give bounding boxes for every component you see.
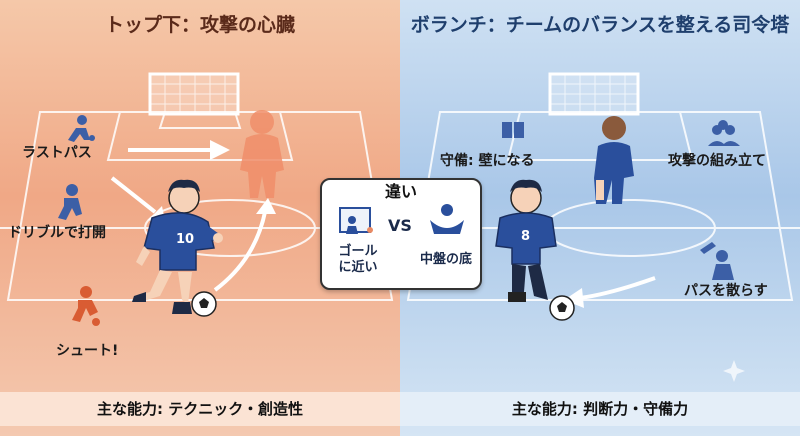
team-build-icon: [708, 120, 740, 146]
right-title: ボランチ：チームのバランスを整える司令塔: [410, 14, 790, 36]
label-build-up: 攻撃の組み立て: [668, 153, 766, 169]
sparkle-icon: [723, 360, 745, 382]
left-center-circle: [144, 199, 316, 257]
jersey-number: 10: [176, 232, 194, 247]
pass-player-icon: [68, 115, 95, 142]
right-penalty-area: [506, 111, 694, 161]
right-footer-abilities: 主な能力: 判断力・守備力: [400, 392, 800, 426]
player-8-figure: 8: [495, 179, 557, 302]
shoot-player-icon: [72, 286, 100, 326]
right-pitch-graphic: 8: [400, 72, 800, 382]
distribute-pass-icon: [700, 242, 734, 280]
distribute-arrow-head: [564, 288, 584, 308]
label-last-pass: ラストパス: [22, 145, 92, 161]
label-distribute: パスを散らす: [684, 283, 768, 299]
caption-goal-near: ゴール に近い: [328, 244, 388, 276]
right-goal-icon: [548, 72, 640, 116]
distribute-arrow: [579, 276, 656, 300]
dribble-player-icon: [58, 184, 82, 220]
left-footer-abilities: 主な能力: テクニック・創造性: [0, 392, 400, 426]
label-defense: 守備: 壁になる: [440, 153, 535, 169]
left-goal-icon: [148, 72, 240, 116]
dribble-arrow: [110, 176, 157, 214]
shot-arrow: [213, 211, 267, 292]
caption-goal-near-text: ゴール に近い: [338, 244, 378, 275]
comparison-title: 違い: [384, 182, 417, 201]
player-10-figure: 10: [132, 179, 223, 314]
anchor-midfield-icon: [430, 204, 464, 234]
teammate-silhouette-icon: [240, 110, 284, 198]
jersey-number: 8: [521, 229, 530, 244]
left-goal-area: [158, 111, 242, 129]
left-soccer-ball-icon: [191, 291, 217, 317]
left-pitch-graphic: 10: [58, 72, 316, 326]
caption-midfield-base: 中盤の底: [419, 252, 472, 267]
opponent-player-figure: [594, 116, 634, 204]
comparison-box: 違い VS ゴール に近い 中盤の底: [320, 178, 482, 290]
label-dribble: ドリブルで打開: [8, 225, 106, 241]
vs-label: VS: [388, 216, 412, 235]
label-shoot: シュート!: [56, 343, 119, 359]
right-soccer-ball-icon: [549, 295, 575, 321]
pass-arrows: [110, 148, 267, 292]
left-title: トップ下：攻撃の心臓: [104, 14, 295, 36]
shield-wall-icon: [502, 122, 524, 138]
goal-near-icon: [339, 207, 373, 234]
